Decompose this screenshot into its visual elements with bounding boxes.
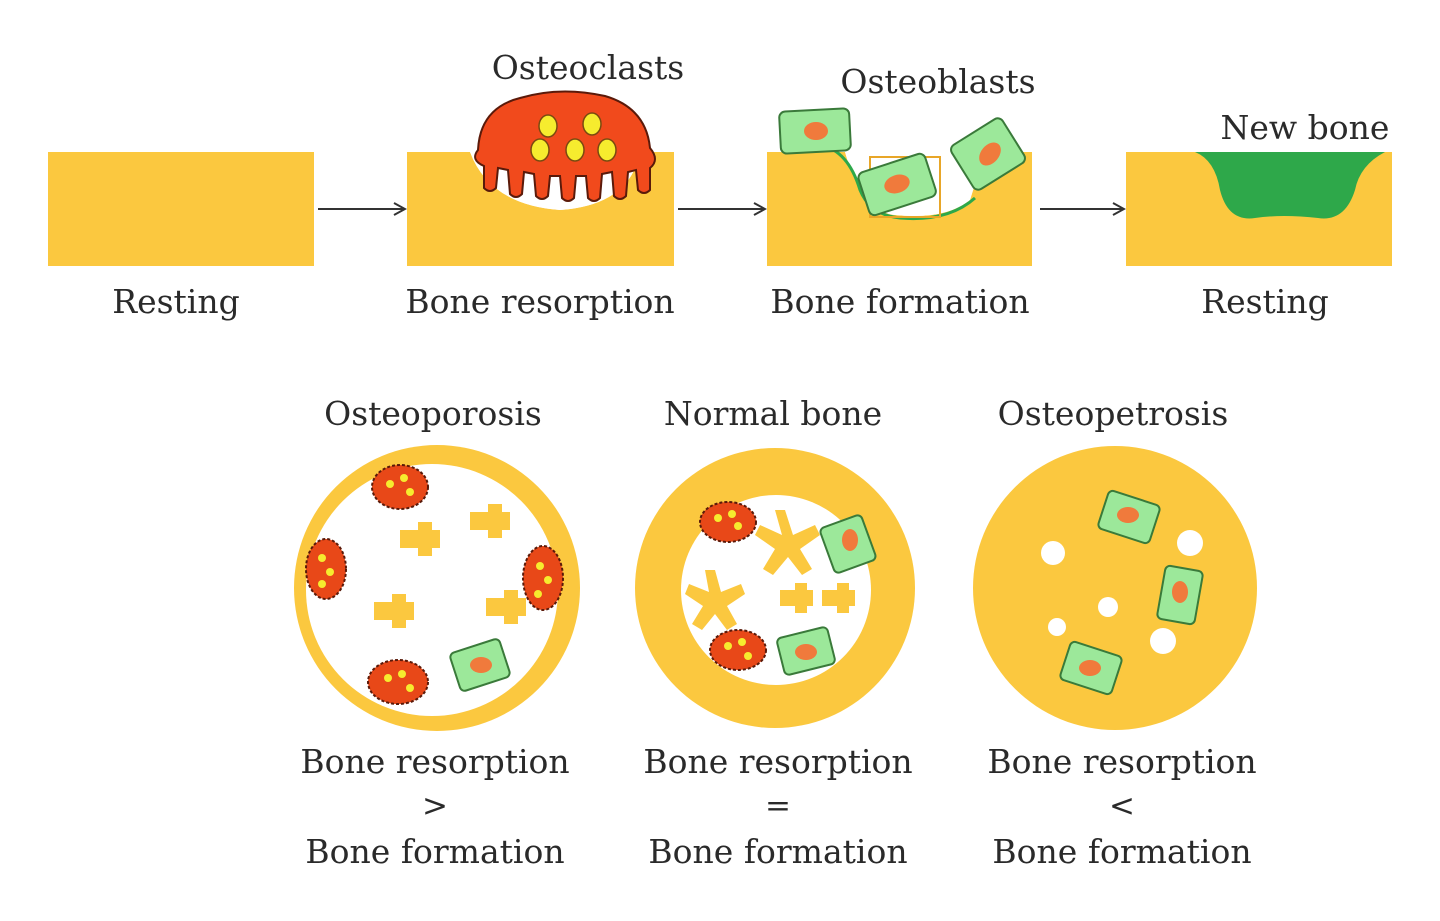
- resorption-bone-block: [407, 152, 674, 266]
- condition-title-osteoporosis: Osteoporosis: [324, 394, 542, 433]
- osteoblast-cell: [950, 117, 1026, 191]
- osteoclast-cell: [474, 90, 656, 202]
- osteopetrosis-line2: Bone formation: [992, 832, 1252, 871]
- osteoporosis-circle: [294, 445, 580, 731]
- new-bone-fill: [1195, 152, 1385, 219]
- normal-operator: =: [765, 788, 791, 824]
- osteoporosis-line2: Bone formation: [305, 832, 565, 871]
- normal-bone-circle: [635, 448, 915, 728]
- osteopetrosis-circle: [973, 446, 1257, 730]
- new-bone-label: New bone: [1220, 108, 1390, 147]
- condition-title-osteopetrosis: Osteopetrosis: [997, 394, 1229, 433]
- osteopetrosis-operator: <: [1109, 788, 1135, 824]
- stage-label-bone-formation: Bone formation: [770, 282, 1030, 321]
- formation-bone-block: [767, 152, 1032, 266]
- stage-label-resting-1: Resting: [112, 282, 240, 321]
- stage-label-bone-resorption: Bone resorption: [405, 282, 675, 321]
- osteoblasts-label: Osteoblasts: [840, 62, 1036, 101]
- osteopetrosis-line1: Bone resorption: [987, 742, 1257, 781]
- normal-line2: Bone formation: [648, 832, 908, 871]
- osteoblast-cell: [857, 152, 937, 217]
- stage-label-resting-2: Resting: [1201, 282, 1329, 321]
- osteoblast-cell: [778, 107, 852, 155]
- normal-line1: Bone resorption: [643, 742, 913, 781]
- osteoclasts-label: Osteoclasts: [491, 48, 685, 87]
- condition-title-normal-bone: Normal bone: [663, 394, 883, 433]
- resting-bone-block-1: [48, 152, 314, 266]
- osteoporosis-operator: >: [422, 788, 448, 824]
- osteoporosis-line1: Bone resorption: [300, 742, 570, 781]
